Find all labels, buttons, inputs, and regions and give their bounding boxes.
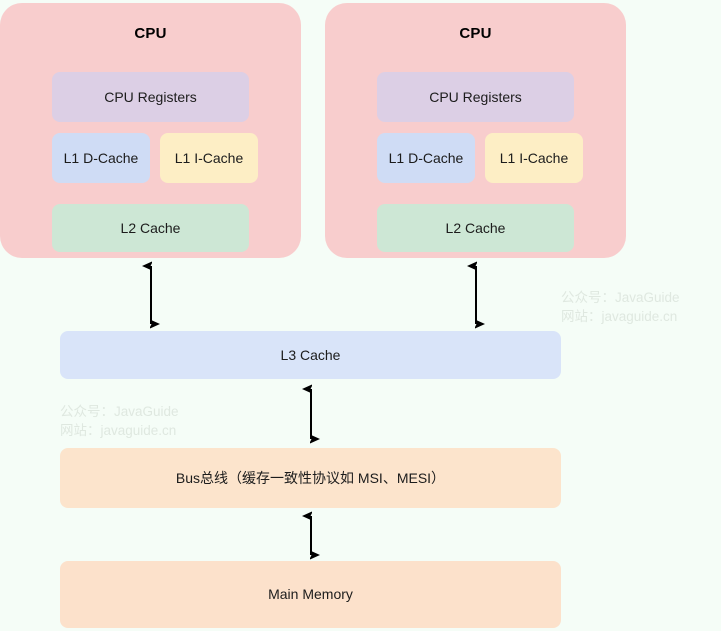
arrow-l3-to-bus-icon <box>293 379 329 449</box>
cpu-left-l1-i-cache: L1 I-Cache <box>160 133 258 183</box>
cpu-right-title: CPU <box>459 25 492 42</box>
arrow-cpu-left-to-l3-icon <box>133 256 169 334</box>
cpu-left-registers: CPU Registers <box>52 72 249 122</box>
watermark-right-line1: 公众号：JavaGuide <box>561 290 680 305</box>
cpu-right-l1-i-cache: L1 I-Cache <box>485 133 583 183</box>
cpu-package-right: CPU CPU Registers L1 D-Cache L1 I-Cache … <box>325 3 626 258</box>
cpu-right-l2-cache: L2 Cache <box>377 204 574 252</box>
watermark-left-line1: 公众号：JavaGuide <box>60 404 179 419</box>
watermark-left: 公众号：JavaGuide 网站：javaguide.cn <box>60 402 179 440</box>
cpu-right-l1-d-cache: L1 D-Cache <box>377 133 475 183</box>
arrow-cpu-right-to-l3-icon <box>458 256 494 334</box>
cpu-right-registers: CPU Registers <box>377 72 574 122</box>
watermark-right: 公众号：JavaGuide 网站：javaguide.cn <box>561 288 680 326</box>
cpu-left-l1-d-cache: L1 D-Cache <box>52 133 150 183</box>
cpu-left-title: CPU <box>134 25 167 42</box>
watermark-right-line2: 网站：javaguide.cn <box>561 309 678 324</box>
arrow-bus-to-main-memory-icon <box>293 508 329 564</box>
cpu-package-left: CPU CPU Registers L1 D-Cache L1 I-Cache … <box>0 3 301 258</box>
main-memory-block: Main Memory <box>60 561 561 628</box>
watermark-left-line2: 网站：javaguide.cn <box>60 423 177 438</box>
l3-cache-block: L3 Cache <box>60 331 561 379</box>
bus-block: Bus总线（缓存一致性协议如 MSI、MESI） <box>60 448 561 508</box>
cpu-left-l2-cache: L2 Cache <box>52 204 249 252</box>
